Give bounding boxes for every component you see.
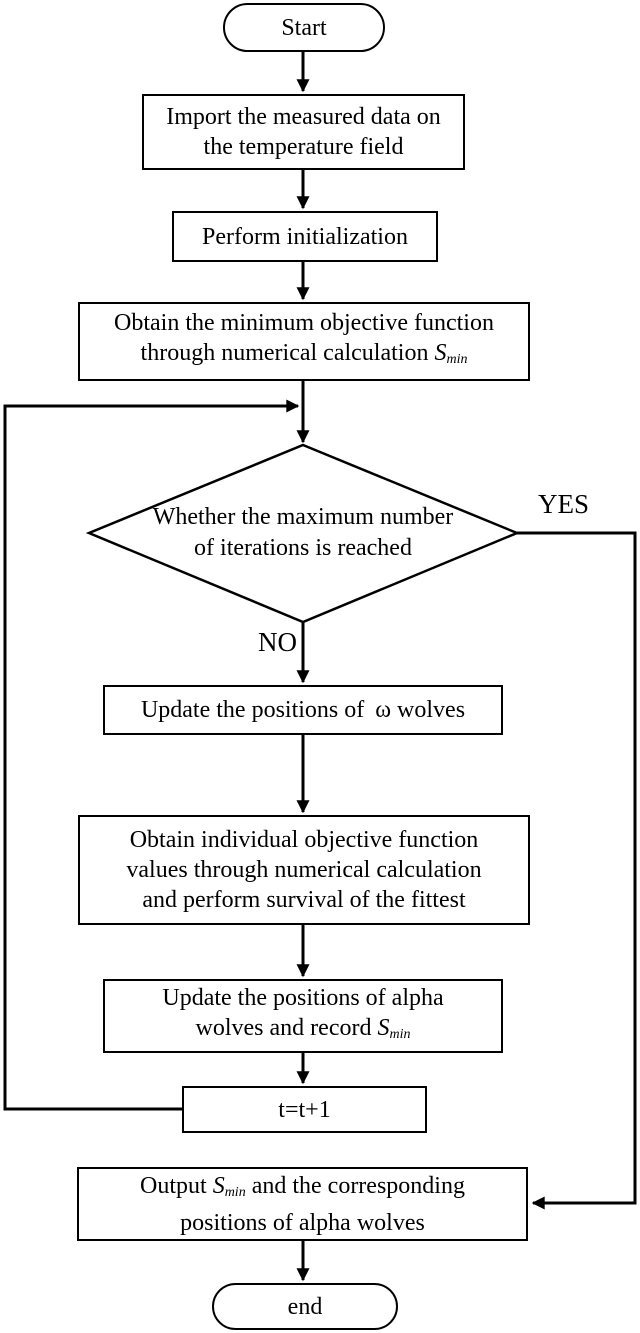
update-omega-prefix: Update the positions of <box>140 697 371 723</box>
smin-variable: S <box>212 1172 225 1199</box>
node-obtain-minimum: Obtain the minimum objective function th… <box>78 302 530 381</box>
branch-label-yes: YES <box>538 489 590 519</box>
smin-variable: S <box>377 1014 390 1041</box>
update-alpha-line2: wolves and record Smin <box>105 1013 501 1050</box>
node-update-omega-wolves: Update the positions of ω wolves <box>103 685 503 735</box>
node-import-data: Import the measured data on the temperat… <box>142 94 465 170</box>
node-start: Start <box>223 3 385 52</box>
end-label: end <box>287 1293 323 1320</box>
update-alpha-line1: Update the positions of alpha <box>162 984 444 1011</box>
update-alpha-line2-text: wolves and record <box>195 1014 378 1041</box>
output-line1-prefix: Output <box>140 1172 213 1199</box>
output-line1: Output Smin and the corresponding <box>79 1171 526 1208</box>
node-update-alpha-wolves: Update the positions of alpha wolves and… <box>103 979 503 1053</box>
import-data-line1: Import the measured data on <box>166 104 441 130</box>
node-decision: Whether the maximum number of iterations… <box>103 502 503 564</box>
omega-symbol: ω <box>375 697 392 723</box>
obtain-individual-line1: Obtain individual objective function <box>129 827 479 853</box>
node-obtain-individual: Obtain individual objective function val… <box>78 815 530 925</box>
update-omega-suffix: wolves <box>391 697 466 723</box>
node-initialization: Perform initialization <box>172 211 438 262</box>
obtain-individual-line3: and perform survival of the fittest <box>142 887 466 913</box>
smin-subscript: min <box>389 1026 411 1042</box>
increment-label: t=t+1 <box>278 1096 331 1123</box>
node-end: end <box>212 1283 398 1330</box>
smin-subscript: min <box>224 1184 246 1200</box>
import-data-line2: the temperature field <box>203 134 404 160</box>
node-increment-t: t=t+1 <box>182 1086 427 1133</box>
obtain-minimum-line2: through numerical calculation Smin <box>80 338 528 375</box>
start-label: Start <box>281 14 327 41</box>
output-line2: positions of alpha wolves <box>180 1209 425 1236</box>
connector-decision-yes-to-output <box>517 531 637 1210</box>
obtain-minimum-line2-text: through numerical calculation <box>140 340 435 366</box>
obtain-individual-line2: values through numerical calculation <box>126 857 482 883</box>
smin-variable: S <box>434 340 447 366</box>
decision-line1: Whether the maximum number <box>152 504 454 530</box>
initialization-label: Perform initialization <box>202 223 408 250</box>
node-output: Output Smin and the corresponding positi… <box>77 1167 528 1241</box>
branch-label-no: NO <box>258 627 297 657</box>
output-line1-suffix: and the corresponding <box>245 1172 465 1199</box>
decision-line2: of iterations is reached <box>194 535 412 561</box>
connector-loopback <box>3 399 300 1111</box>
update-omega-line: Update the positions of ω wolves <box>105 695 501 725</box>
smin-subscript: min <box>446 352 468 367</box>
obtain-minimum-line1: Obtain the minimum objective function <box>114 310 494 336</box>
